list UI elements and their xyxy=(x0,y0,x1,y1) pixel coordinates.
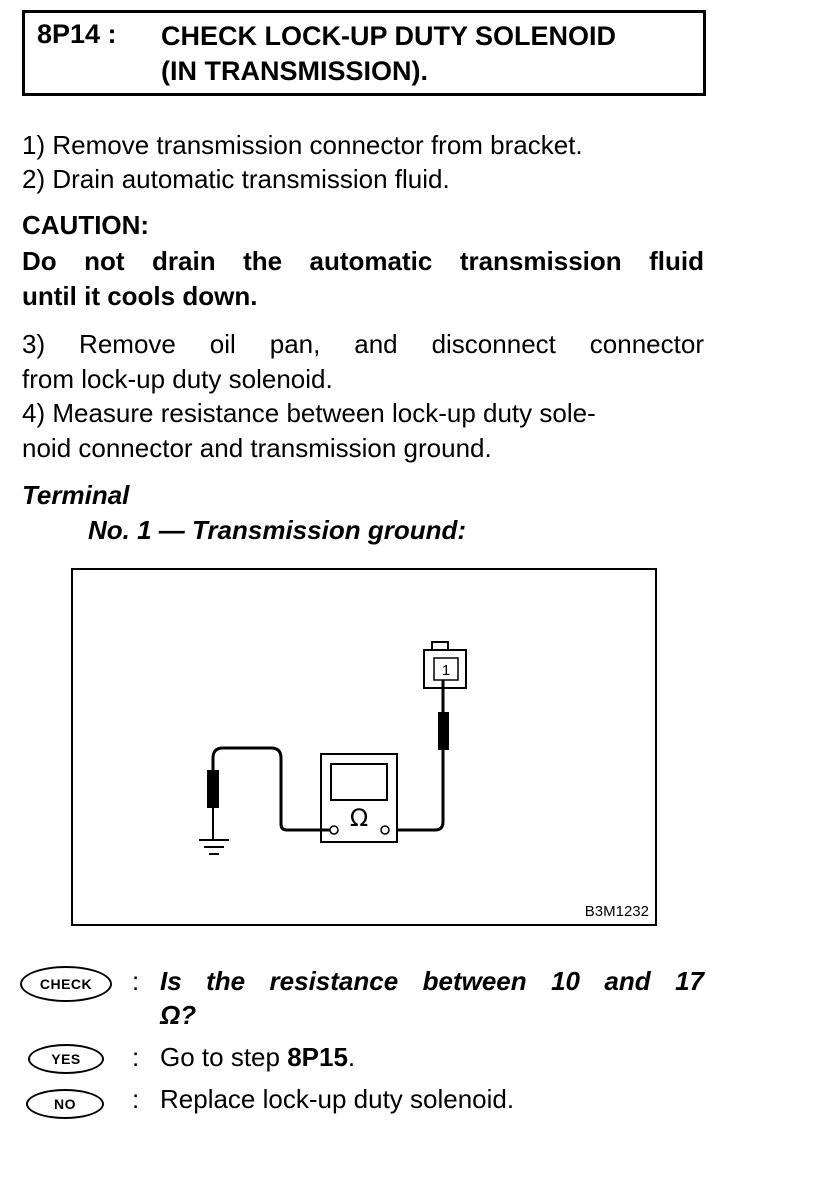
terminal-label: Terminal xyxy=(22,480,130,510)
step-4-line2: noid connector and transmission ground. xyxy=(22,433,492,463)
probe-right-icon xyxy=(438,712,449,750)
no-answer: Replace lock-up duty solenoid. xyxy=(160,1084,515,1114)
step-code: 8P14 : xyxy=(37,19,117,49)
no-colon: : xyxy=(132,1084,140,1114)
ground-icon xyxy=(199,839,229,855)
step-header-box: 8P14 : CHECK LOCK-UP DUTY SOLENOID (IN T… xyxy=(22,10,706,96)
yes-answer-prefix: Go to step xyxy=(160,1042,288,1072)
step-3-line2: from lock-up duty solenoid. xyxy=(22,364,333,394)
terminal-spec: No. 1 — Transmission ground: xyxy=(88,515,467,545)
check-question-line2: Ω? xyxy=(160,1000,197,1030)
check-badge: CHECK xyxy=(20,966,112,1002)
step-1: 1) Remove transmission connector from br… xyxy=(22,130,583,160)
caution-line2: until it cools down. xyxy=(22,281,258,311)
no-badge: NO xyxy=(26,1089,104,1119)
step-2: 2) Drain automatic transmission fluid. xyxy=(22,164,450,194)
ohmmeter-icon: Ω xyxy=(320,753,398,843)
connector-pin-label: 1 xyxy=(442,662,450,679)
yes-badge: YES xyxy=(28,1044,104,1074)
step-title-line1: CHECK LOCK-UP DUTY SOLENOID xyxy=(161,21,617,51)
yes-answer-suffix: . xyxy=(347,1042,356,1072)
probe-left-icon xyxy=(207,770,219,808)
caution-line1: Do not drain the automatic transmission … xyxy=(22,246,704,276)
check-colon: : xyxy=(132,966,140,996)
check-question-line1: Is the resistance between 10 and 17 xyxy=(160,966,704,996)
yes-colon: : xyxy=(132,1042,140,1072)
caution-label: CAUTION: xyxy=(22,210,150,240)
connector-icon: 1 xyxy=(423,641,467,689)
step-4-line1: 4) Measure resistance between lock-up du… xyxy=(22,398,596,428)
step-title: CHECK LOCK-UP DUTY SOLENOID (IN TRANSMIS… xyxy=(161,19,701,89)
wiring-diagram: 1 Ω xyxy=(199,641,467,855)
figure-code: B3M1232 xyxy=(584,903,649,920)
step-3-line1: 3) Remove oil pan, and disconnect connec… xyxy=(22,329,704,359)
step-title-line2: (IN TRANSMISSION). xyxy=(161,56,428,86)
wiring-figure: 1 Ω B3M1232 xyxy=(71,568,657,926)
ohm-symbol: Ω xyxy=(350,804,368,832)
yes-answer-step: 8P15 xyxy=(287,1042,348,1072)
yes-answer: Go to step 8P15. xyxy=(160,1042,355,1073)
